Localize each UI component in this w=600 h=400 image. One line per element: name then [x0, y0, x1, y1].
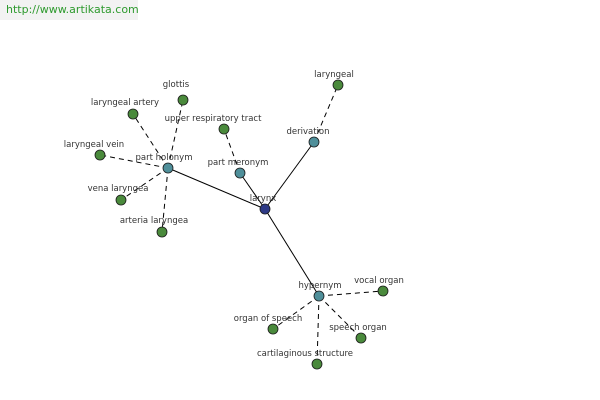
- node-cartilaginous-structure[interactable]: [311, 358, 323, 370]
- label-glottis: glottis: [163, 80, 190, 90]
- edge-meronym-upper-respiratory-tract: [223, 128, 241, 174]
- label-laryngeal-artery: laryngeal artery: [91, 98, 159, 108]
- node-organ-of-speech[interactable]: [267, 323, 279, 335]
- label-cartilaginous-structure: cartilaginous structure: [257, 349, 353, 359]
- label-hypernym: hypernym: [298, 281, 341, 291]
- source-link[interactable]: http://www.artikata.com: [0, 0, 139, 20]
- edge-center-part-holonym: [167, 167, 266, 210]
- edge-holonym-vena-laryngea: [120, 167, 169, 201]
- label-part-meronym: part meronym: [208, 158, 269, 168]
- edge-hypernym-organ-of-speech: [272, 295, 320, 330]
- node-speech-organ[interactable]: [355, 332, 367, 344]
- label-part-holonym: part holonym: [136, 153, 193, 163]
- node-upper-respiratory-tract[interactable]: [218, 123, 230, 135]
- node-larynx[interactable]: [259, 203, 271, 215]
- edge-holonym-laryngeal-artery: [132, 113, 169, 169]
- label-upper-respiratory-tract: upper respiratory tract: [165, 114, 263, 124]
- node-derivation[interactable]: [308, 136, 320, 148]
- label-larynx: larynx: [250, 194, 277, 204]
- edge-hypernym-vocal-organ: [318, 290, 384, 297]
- edge-center-part-meronym: [239, 172, 266, 210]
- node-vocal-organ[interactable]: [377, 285, 389, 297]
- label-vocal-organ: vocal organ: [354, 276, 404, 286]
- node-laryngeal-vein[interactable]: [94, 149, 106, 161]
- node-part-meronym[interactable]: [234, 167, 246, 179]
- node-glottis[interactable]: [177, 94, 189, 106]
- edge-holonym-glottis: [167, 99, 184, 169]
- node-hypernym[interactable]: [313, 290, 325, 302]
- node-vena-laryngea[interactable]: [115, 194, 127, 206]
- edge-derivation-laryngeal: [313, 84, 339, 143]
- node-part-holonym[interactable]: [162, 162, 174, 174]
- label-speech-organ: speech organ: [329, 323, 387, 333]
- edge-holonym-laryngeal-vein: [99, 154, 169, 169]
- label-laryngeal-vein: laryngeal vein: [64, 140, 124, 150]
- node-arteria-laryngea[interactable]: [156, 226, 168, 238]
- node-laryngeal[interactable]: [332, 79, 344, 91]
- edge-hypernym-cartilaginous-structure: [316, 295, 320, 365]
- edge-hypernym-speech-organ: [318, 295, 362, 339]
- edge-center-derivation: [264, 141, 315, 210]
- label-laryngeal: laryngeal: [314, 70, 354, 80]
- edge-holonym-arteria-laryngea: [161, 167, 169, 233]
- label-derivation: derivation: [286, 127, 329, 137]
- label-organ-of-speech: organ of speech: [234, 314, 302, 324]
- edge-center-hypernym: [264, 208, 320, 297]
- label-arteria-laryngea: arteria laryngea: [120, 216, 188, 226]
- node-laryngeal-artery[interactable]: [127, 108, 139, 120]
- label-vena-laryngea: vena laryngea: [88, 184, 149, 194]
